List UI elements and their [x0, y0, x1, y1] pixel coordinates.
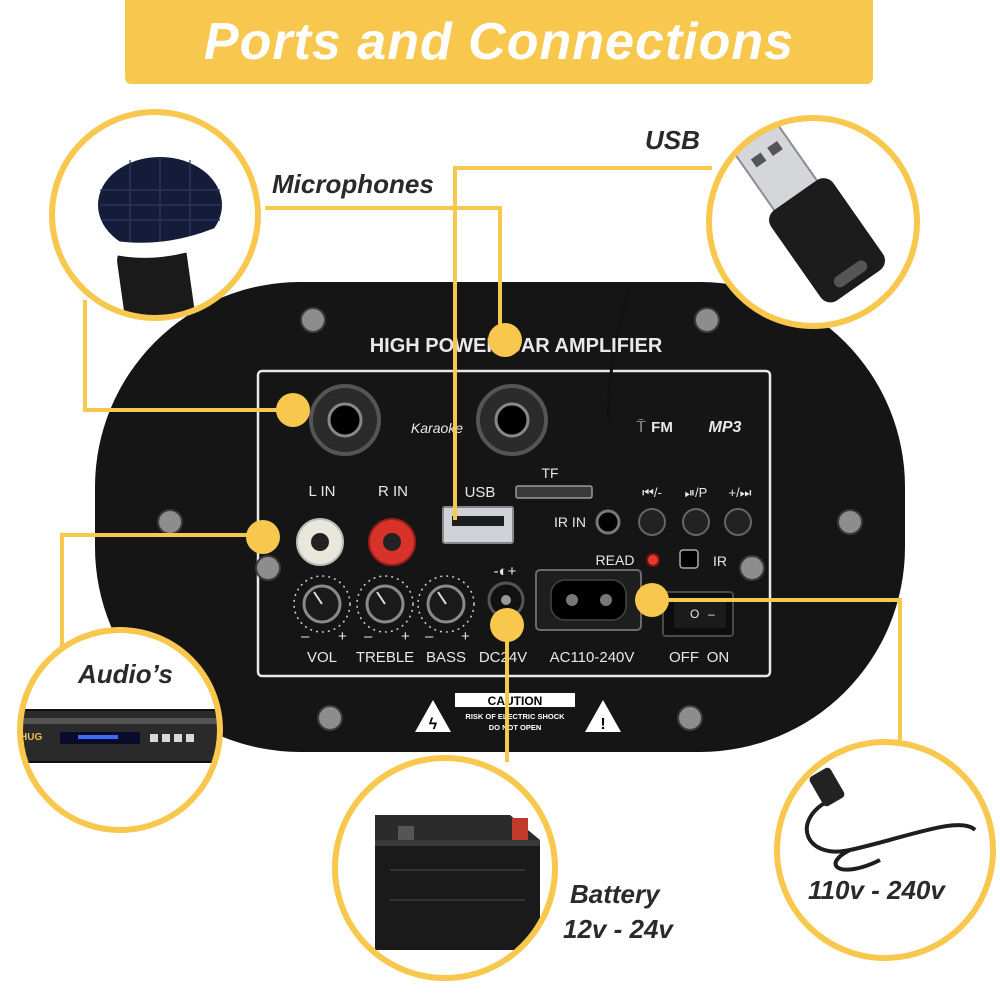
fm-antenna-wire	[606, 289, 632, 423]
positive-terminal	[512, 818, 528, 840]
panel-screws	[157, 307, 863, 731]
microphone-callout	[49, 109, 261, 321]
next-button[interactable]	[724, 508, 752, 536]
play-pause-button[interactable]	[682, 508, 710, 536]
r-in-label: R IN	[378, 483, 408, 500]
mic-ring	[100, 225, 222, 258]
usb-label: USB	[465, 484, 496, 501]
battery-callout	[332, 755, 558, 981]
bass-label: BASS	[426, 649, 466, 666]
ir-label: IR	[713, 553, 727, 569]
ir-in-label: IR IN	[554, 514, 586, 530]
audio-line	[60, 533, 262, 648]
vol-label: VOL	[307, 649, 337, 666]
karaoke-label: Karaoke	[411, 420, 463, 436]
svg-text:–: –	[301, 628, 310, 645]
svg-text:+: +	[461, 628, 470, 645]
mp3-logo: MP3	[709, 419, 742, 436]
treble-knob[interactable]	[356, 575, 414, 633]
antenna-icon: ⍑	[636, 419, 646, 436]
ir-receiver	[679, 549, 699, 569]
svg-text:–: –	[708, 607, 715, 621]
r-in-rca-jack[interactable]	[368, 518, 416, 566]
svg-text:ϟ: ϟ	[429, 716, 438, 733]
usb-line	[453, 166, 712, 520]
power-line	[648, 598, 902, 742]
power-plug	[809, 767, 845, 807]
tf-card-slot[interactable]	[515, 485, 593, 499]
ac-label: AC110-240V	[550, 649, 635, 666]
on-label: ON	[707, 649, 730, 666]
svg-text:+: +	[401, 628, 410, 645]
usb-c-port	[833, 260, 868, 288]
svg-text:+: +	[338, 628, 347, 645]
svg-text:–: –	[364, 628, 373, 645]
dc-label: DC24V	[479, 649, 527, 666]
battery-body	[375, 840, 540, 950]
warning-icon-right: !	[585, 700, 621, 733]
play-pause-label: ⏯/P	[685, 485, 708, 500]
svg-text:!: !	[600, 716, 605, 733]
read-led	[646, 553, 660, 567]
connector-dots	[246, 323, 669, 642]
battery-callout-label-2: 12v - 24v	[563, 914, 673, 944]
prev-label: ⏮/-	[642, 485, 662, 500]
ac-power-socket[interactable]	[535, 569, 642, 631]
dc-polarity-symbol: -◐+	[494, 563, 517, 580]
l-in-label: L IN	[309, 483, 336, 500]
svg-text:O: O	[690, 607, 699, 621]
tf-label: TF	[541, 465, 558, 481]
mic-handle	[117, 237, 199, 318]
next-label: +/⏭	[729, 485, 752, 500]
vol-knob[interactable]	[293, 575, 351, 633]
usb-port[interactable]	[442, 506, 514, 544]
audio-device-callout: HUG	[17, 627, 223, 833]
connector-lines	[60, 166, 902, 762]
power-switch[interactable]: O –	[662, 591, 734, 637]
page-title: Ports and Connections	[203, 13, 795, 71]
power-cable-callout-label: 110v - 240v	[808, 875, 945, 905]
caution-title: CAUTION	[488, 694, 543, 708]
title-banner: Ports and Connections	[125, 0, 873, 84]
off-label: OFF	[669, 649, 699, 666]
power-cable-callout	[774, 739, 996, 961]
svg-text:–: –	[425, 628, 434, 645]
mic-line-2	[265, 206, 502, 335]
treble-label: TREBLE	[356, 649, 414, 666]
dvd-brand: HUG	[20, 732, 42, 743]
caution-do-not-open: DO NOT OPEN	[489, 723, 542, 732]
microphones-callout-label: Microphones	[272, 169, 434, 199]
mic-line-1	[83, 300, 290, 412]
l-in-rca-jack[interactable]	[296, 518, 344, 566]
mic-jack-2[interactable]	[476, 384, 548, 456]
usb-callout-label: USB	[645, 125, 700, 155]
prev-button[interactable]	[638, 508, 666, 536]
read-label: READ	[596, 552, 635, 568]
audios-callout-label: Audio’s	[78, 659, 173, 689]
knob-minus-plus-marks: –+ –+ –+	[301, 628, 470, 645]
fm-label: FM	[651, 419, 673, 436]
battery-top	[375, 815, 540, 840]
bass-knob[interactable]	[417, 575, 475, 633]
ir-in-jack[interactable]	[595, 509, 621, 535]
mic-jack-1[interactable]	[309, 384, 381, 456]
negative-terminal	[398, 826, 414, 840]
caution-plate: CAUTION RISK OF ELECTRIC SHOCK DO NOT OP…	[455, 693, 575, 735]
caution-risk: RISK OF ELECTRIC SHOCK	[465, 712, 565, 721]
usb-adapter-callout	[706, 115, 920, 329]
warning-icon-left: ϟ	[415, 700, 451, 733]
battery-callout-label-1: Battery	[570, 879, 660, 909]
